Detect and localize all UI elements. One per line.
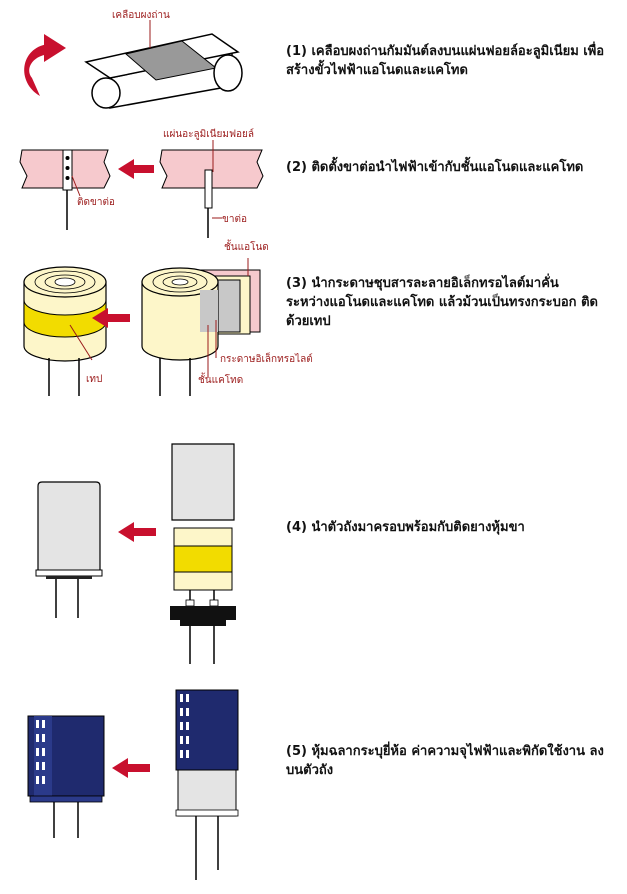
label-sleeve xyxy=(175,689,239,771)
lead-label: ขาต่อ xyxy=(222,214,247,225)
rotate-arrowhead-icon xyxy=(44,34,66,62)
sleeve-polarity-marks xyxy=(180,694,189,758)
partial-roll-body xyxy=(141,281,219,361)
attach-lead-label: ติดขาต่อ xyxy=(77,197,115,208)
rotate-arrow-icon xyxy=(24,44,52,96)
step3-number: (3) xyxy=(286,276,307,291)
case-under-sleeve xyxy=(177,769,237,817)
step1-text: เคลือบผงถ่านกัมมันต์ลงบนแผ่นฟอยล์อะลูมิเ… xyxy=(286,44,605,78)
roller-left xyxy=(91,77,121,109)
step5-number: (5) xyxy=(286,744,307,759)
case-rim xyxy=(35,569,103,577)
step4-number: (4) xyxy=(286,520,307,535)
step2-illustration xyxy=(19,140,264,238)
step4-illustration xyxy=(35,443,236,664)
arrow-left-icon xyxy=(118,522,156,542)
step1-description: (1) เคลือบผงถ่านกัมมันต์ลงบนแผ่นฟอยล์อะล… xyxy=(286,42,606,80)
roller-right xyxy=(213,54,243,92)
step2-text: ติดตั้งขาต่อนำไฟฟ้าเข้ากับชั้นแอโนดและแค… xyxy=(311,160,584,175)
roll-tape xyxy=(173,545,233,573)
step3-illustration xyxy=(23,258,261,396)
step1-number: (1) xyxy=(286,44,307,59)
paper-label: กระดาษอิเล็กทรอไลต์ xyxy=(220,354,313,365)
step2-description: (2) ติดตั้งขาต่อนำไฟฟ้าเข้ากับชั้นแอโนดแ… xyxy=(286,158,606,177)
step4-text: นำตัวถังมาครอบพร้อมกับติดยางหุ้มขา xyxy=(311,520,525,535)
coating-label: เคลือบผงถ่าน xyxy=(112,10,170,21)
arrow-left-icon xyxy=(112,758,150,778)
polarity-stripe xyxy=(36,720,45,784)
step5-description: (5) หุ้มฉลากระบุยี่ห้อ ค่าความจุไฟฟ้าและ… xyxy=(286,742,606,780)
step3-text: นำกระดาษชุบสารละลายอิเล็กทรอไลต์มาคั่น ร… xyxy=(286,276,598,329)
cathode-label: ชั้นแคโทด xyxy=(198,375,244,386)
rubber-seal xyxy=(170,606,236,620)
arrow-left-icon xyxy=(92,308,130,328)
tape-label: เทป xyxy=(86,374,103,385)
tape-leader xyxy=(69,324,93,361)
aluminum-foil xyxy=(159,149,264,189)
foil-label: แผ่นอะลูมิเนียมฟอยล์ xyxy=(163,129,255,140)
step2-number: (2) xyxy=(286,160,307,175)
finished-case xyxy=(37,481,101,573)
anode-label: ชั้นแอโนด xyxy=(224,242,269,253)
aluminum-case xyxy=(171,443,235,521)
lead-tab xyxy=(204,169,213,209)
step5-text: หุ้มฉลากระบุยี่ห้อ ค่าความจุไฟฟ้าและพิกั… xyxy=(286,744,604,778)
step3-description: (3) นำกระดาษชุบสารละลายอิเล็กทรอไลต์มาคั… xyxy=(286,274,606,331)
arrow-left-icon xyxy=(118,159,154,179)
step4-description: (4) นำตัวถังมาครอบพร้อมกับติดยางหุ้มขา xyxy=(286,518,606,537)
attach-leader-line xyxy=(71,175,81,197)
step1-illustration xyxy=(24,33,243,109)
step5-illustration xyxy=(27,689,239,880)
